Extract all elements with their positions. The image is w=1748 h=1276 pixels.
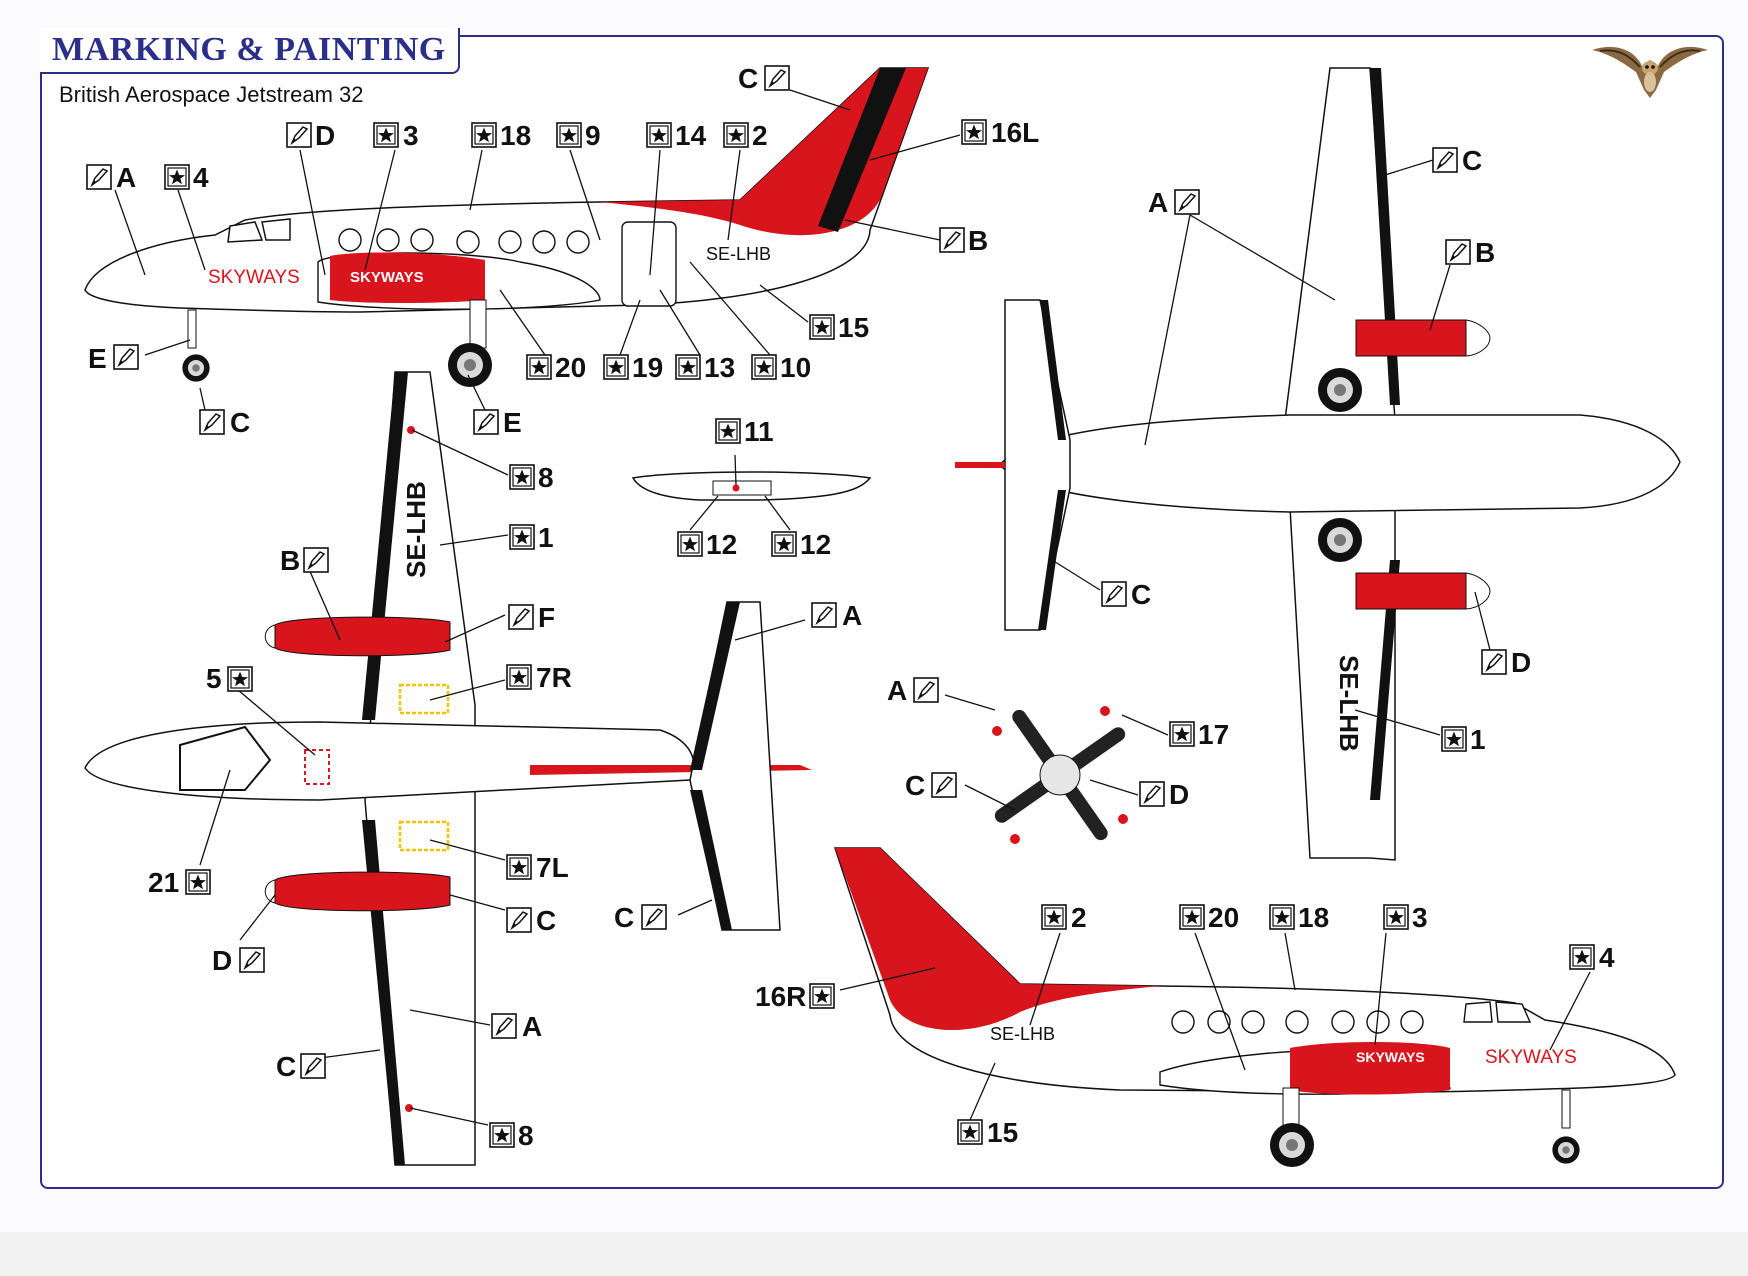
underside-view: SE-LHB xyxy=(955,67,1681,861)
label-decal-19: 19 xyxy=(632,352,663,383)
label-decal-15: 15 xyxy=(838,312,869,343)
label-paint-c-nose: C xyxy=(230,407,250,438)
label-decal-21: 21 xyxy=(148,867,179,898)
label-decal-5: 5 xyxy=(206,663,222,694)
label-decal-7r: 7R xyxy=(536,662,572,693)
label-paint-d: D xyxy=(315,120,335,151)
side-view-left: SKYWAYS SKYWAYS SE-LHB xyxy=(84,67,930,387)
label-decal-1: 1 xyxy=(538,522,554,553)
top-view-labels: 8 1 B F 5 7R 21 7L C D A C 8 A C xyxy=(148,462,862,1151)
label-right-decal-4: 4 xyxy=(1599,942,1615,973)
label-underside-paint-b: B xyxy=(1475,237,1495,268)
registration-wing-top: SE-LHB xyxy=(401,481,431,578)
ventral-callouts xyxy=(689,454,791,531)
label-paint-c-wing: C xyxy=(276,1051,296,1082)
label-paint-f: F xyxy=(538,602,555,633)
label-decal-12a: 12 xyxy=(706,529,737,560)
registration-fin-right: SE-LHB xyxy=(990,1024,1055,1044)
label-right-decal-2: 2 xyxy=(1071,902,1087,933)
label-decal-7l: 7L xyxy=(536,852,569,883)
airline-name-left: SKYWAYS xyxy=(208,267,300,288)
label-decal-9: 9 xyxy=(585,120,601,151)
label-paint-e-nose: E xyxy=(88,343,107,374)
label-right-decal-3: 3 xyxy=(1412,902,1428,933)
label-decal-20: 20 xyxy=(555,352,586,383)
label-underside-decal-1: 1 xyxy=(1470,724,1486,755)
tailplane-view xyxy=(689,601,781,931)
engine-logo-left: SKYWAYS xyxy=(350,269,424,286)
propeller-callouts xyxy=(944,694,1169,811)
label-decal-18: 18 xyxy=(500,120,531,151)
owl-logo xyxy=(1592,46,1708,98)
main-gear-right xyxy=(1270,1087,1314,1167)
nose-gear-right xyxy=(1552,1089,1580,1164)
propeller-view xyxy=(992,706,1128,844)
ventral-fairing-view xyxy=(631,471,872,501)
airline-name-right: SKYWAYS xyxy=(1485,1047,1577,1068)
underside-labels: C A B C D 1 xyxy=(1101,145,1531,755)
label-right-decal-18: 18 xyxy=(1298,902,1329,933)
label-right-decal-20: 20 xyxy=(1208,902,1239,933)
side-left-labels: A 4 D 3 18 9 14 2 C 16L B 15 E C E 20 19… xyxy=(86,63,1039,438)
label-underside-paint-a: A xyxy=(1148,187,1168,218)
label-prop-paint-a: A xyxy=(887,675,907,706)
registration-fin-left: SE-LHB xyxy=(706,244,771,264)
label-decal-11: 11 xyxy=(744,416,774,447)
side-view-right: SKYWAYS SKYWAYS SE-LHB xyxy=(833,847,1676,1167)
ventral-labels: 11 12 12 xyxy=(677,416,831,560)
label-paint-c-fin: C xyxy=(738,63,758,94)
label-decal-14: 14 xyxy=(675,120,707,151)
engine-logo-right: SKYWAYS xyxy=(1356,1049,1425,1065)
label-tailplane-paint-c: C xyxy=(614,902,634,933)
main-gear-left xyxy=(448,299,492,387)
label-paint-b-fin: B xyxy=(968,225,988,256)
label-paint-a: A xyxy=(116,162,136,193)
aircraft-model-subtitle: British Aerospace Jetstream 32 xyxy=(59,82,364,107)
label-underside-paint-c-tail: C xyxy=(1131,579,1151,610)
label-paint-c-nacelle: C xyxy=(536,905,556,936)
label-decal-8b: 8 xyxy=(518,1120,534,1151)
label-decal-13: 13 xyxy=(704,352,735,383)
side-right-callouts xyxy=(839,932,1591,1121)
propeller-labels: A C D 17 xyxy=(887,675,1229,810)
label-prop-decal-17: 17 xyxy=(1198,719,1229,750)
label-prop-paint-c: C xyxy=(905,770,925,801)
label-decal-16l: 16L xyxy=(991,117,1039,148)
label-underside-paint-d: D xyxy=(1511,647,1531,678)
label-paint-e-main: E xyxy=(503,407,522,438)
top-view: SE-LHB xyxy=(84,371,812,1166)
page-title: MARKING & PAINTING xyxy=(52,31,446,68)
label-paint-a: A xyxy=(522,1011,542,1042)
label-paint-d: D xyxy=(212,945,232,976)
title-tab: MARKING & PAINTING xyxy=(40,28,460,74)
scan-margin xyxy=(0,1232,1748,1276)
label-right-decal-16r: 16R xyxy=(755,981,806,1012)
nose-gear-left xyxy=(182,309,210,382)
top-view-callouts xyxy=(199,429,806,1126)
label-decal-2: 2 xyxy=(752,120,768,151)
underside-callouts xyxy=(1051,159,1491,736)
registration-wing-underside: SE-LHB xyxy=(1334,655,1364,752)
label-decal-12b: 12 xyxy=(800,529,831,560)
label-paint-b: B xyxy=(280,545,300,576)
label-decal-4: 4 xyxy=(193,162,209,193)
label-prop-paint-d: D xyxy=(1169,779,1189,810)
label-underside-paint-c-top: C xyxy=(1462,145,1482,176)
label-decal-3: 3 xyxy=(403,120,419,151)
side-left-callouts xyxy=(114,89,961,411)
side-right-labels: 2 20 18 3 4 16R 15 xyxy=(755,902,1615,1148)
label-right-decal-15: 15 xyxy=(987,1117,1018,1148)
label-decal-8a: 8 xyxy=(538,462,554,493)
label-tailplane-paint-a: A xyxy=(842,600,862,631)
label-decal-10: 10 xyxy=(780,352,811,383)
